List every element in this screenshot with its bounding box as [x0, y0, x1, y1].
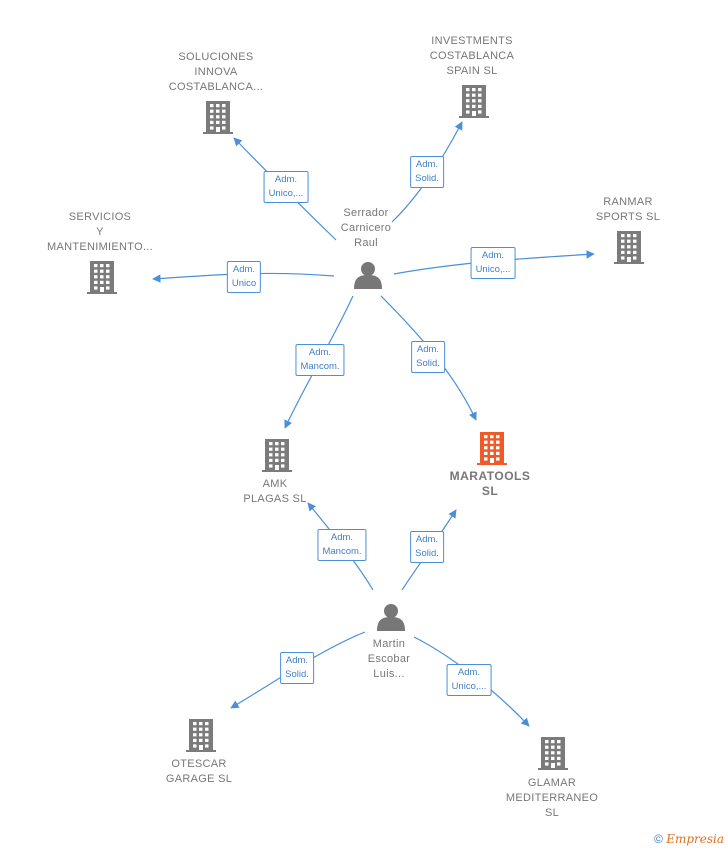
company-name[interactable]: GLAMAR MEDITERRANEO SL: [505, 777, 599, 819]
company-name[interactable]: RANMAR SPORTS SL: [595, 196, 661, 223]
building-icon[interactable]: [459, 85, 489, 118]
company-name[interactable]: MARATOOLS SL: [449, 469, 531, 498]
copyright-symbol: ©: [654, 832, 663, 846]
building-icon[interactable]: [538, 737, 568, 770]
brand-name: Empresia: [666, 832, 724, 846]
company-name[interactable]: OTESCAR GARAGE SL: [165, 758, 233, 785]
person-icon[interactable]: [377, 604, 405, 631]
edge-role-label[interactable]: Adm. Solid.: [410, 531, 444, 563]
edge-role-label[interactable]: Adm. Solid.: [410, 156, 444, 188]
building-icon-main[interactable]: [477, 432, 507, 465]
edge-role-label[interactable]: Adm. Solid.: [411, 341, 445, 373]
footer-brand[interactable]: © Empresia: [654, 832, 724, 846]
person-name[interactable]: Serrador Carnicero Raul: [340, 207, 392, 249]
edge-role-label[interactable]: Adm. Solid.: [280, 652, 314, 684]
company-name[interactable]: SOLUCIONES INNOVA COSTABLANCA...: [168, 51, 264, 93]
edge-role-label[interactable]: Adm. Unico,...: [263, 171, 309, 203]
edge-role-label[interactable]: Adm. Mancom.: [295, 344, 345, 376]
edge-role-label[interactable]: Adm. Unico,...: [446, 664, 492, 696]
building-icon[interactable]: [203, 101, 233, 134]
building-icon[interactable]: [87, 261, 117, 294]
edge-role-label[interactable]: Adm. Mancom.: [317, 529, 367, 561]
company-name[interactable]: INVESTMENTS COSTABLANCA SPAIN SL: [429, 35, 515, 77]
edge-role-label[interactable]: Adm. Unico,...: [470, 247, 516, 279]
company-name[interactable]: AMK PLAGAS SL: [243, 478, 307, 505]
building-icon[interactable]: [614, 231, 644, 264]
building-icon[interactable]: [262, 439, 292, 472]
person-name[interactable]: Martin Escobar Luis...: [367, 638, 411, 680]
person-icon[interactable]: [354, 262, 382, 289]
company-name[interactable]: SERVICIOS Y MANTENIMIENTO...: [46, 211, 154, 253]
edge-role-label[interactable]: Adm. Unico: [226, 261, 262, 293]
building-icon[interactable]: [186, 719, 216, 752]
